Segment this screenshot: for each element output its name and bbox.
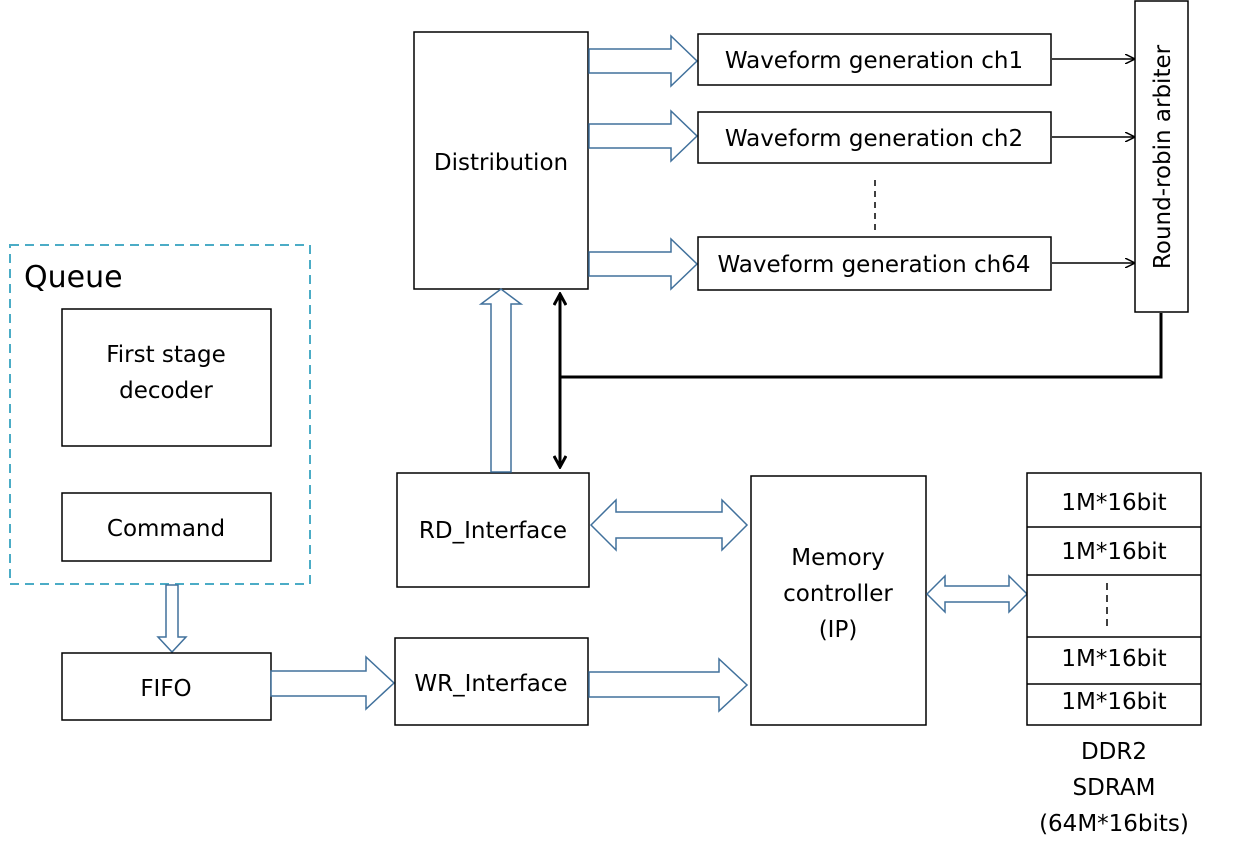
queue-border xyxy=(9,244,311,585)
ddr2-bank-4: 1M*16bit xyxy=(1061,689,1166,715)
memory-controller-line3: (IP) xyxy=(819,617,858,643)
rd-interface-label: RD_Interface xyxy=(419,518,567,544)
distribution-to-ch1-arrow xyxy=(588,34,699,88)
distribution-block[interactable]: Distribution xyxy=(413,31,589,290)
queue-group: Queue xyxy=(9,244,311,585)
wr-to-memory-arrow xyxy=(588,657,749,713)
distribution-label: Distribution xyxy=(434,150,568,176)
rd-interface-block[interactable]: RD_Interface xyxy=(396,472,590,588)
waveform-ch2-block[interactable]: Waveform generation ch2 xyxy=(697,111,1052,164)
wr-interface-block[interactable]: WR_Interface xyxy=(394,637,589,726)
ddr2-sdram-stack: 1M*16bit 1M*16bit 1M*16bit 1M*16bit xyxy=(1026,472,1202,726)
first-stage-decoder-line1: First stage xyxy=(106,342,226,368)
waveform-ch1-label: Waveform generation ch1 xyxy=(725,48,1023,74)
command-label: Command xyxy=(107,516,225,542)
ddr2-caption-line1: DDR2 xyxy=(1081,739,1147,765)
distribution-to-ch64-arrow xyxy=(588,237,699,291)
fifo-to-wr-arrow xyxy=(270,655,396,711)
memory-controller-block[interactable]: Memory controller (IP) xyxy=(750,475,927,726)
waveform-ch1-block[interactable]: Waveform generation ch1 xyxy=(697,33,1052,86)
first-stage-decoder-block[interactable]: First stage decoder xyxy=(61,308,272,447)
first-stage-decoder-line2: decoder xyxy=(119,378,213,404)
command-block[interactable]: Command xyxy=(61,492,272,562)
ddr2-bank-2: 1M*16bit xyxy=(1061,539,1166,565)
rd-to-distribution-arrow xyxy=(478,288,524,473)
waveform-ch64-label: Waveform generation ch64 xyxy=(718,252,1031,278)
memory-ddr2-bidirectional-arrow xyxy=(925,574,1029,614)
memory-controller-line1: Memory xyxy=(791,545,885,571)
round-robin-arbiter-block[interactable]: Round-robin arbiter xyxy=(1134,0,1189,313)
ddr2-caption-line2: SDRAM xyxy=(1073,775,1156,801)
arbiter-label: Round-robin arbiter xyxy=(1150,44,1176,269)
ddr2-caption-line3: (64M*16bits) xyxy=(1039,811,1189,837)
ddr2-bank-1: 1M*16bit xyxy=(1061,490,1166,516)
waveform-ch2-label: Waveform generation ch2 xyxy=(725,126,1023,152)
fifo-label: FIFO xyxy=(140,676,191,702)
memory-controller-line2: controller xyxy=(783,581,893,607)
ddr2-caption: DDR2 SDRAM (64M*16bits) xyxy=(1039,739,1189,837)
queue-to-fifo-arrow xyxy=(156,584,188,654)
distribution-to-ch2-arrow xyxy=(588,109,699,163)
queue-label: Queue xyxy=(24,260,123,295)
ddr2-bank-3: 1M*16bit xyxy=(1061,646,1166,672)
arbiter-feedback-line xyxy=(560,313,1163,379)
wr-interface-label: WR_Interface xyxy=(414,671,567,697)
fifo-block[interactable]: FIFO xyxy=(61,652,272,721)
rd-memory-bidirectional-arrow xyxy=(589,498,749,552)
waveform-ch64-block[interactable]: Waveform generation ch64 xyxy=(697,236,1052,291)
